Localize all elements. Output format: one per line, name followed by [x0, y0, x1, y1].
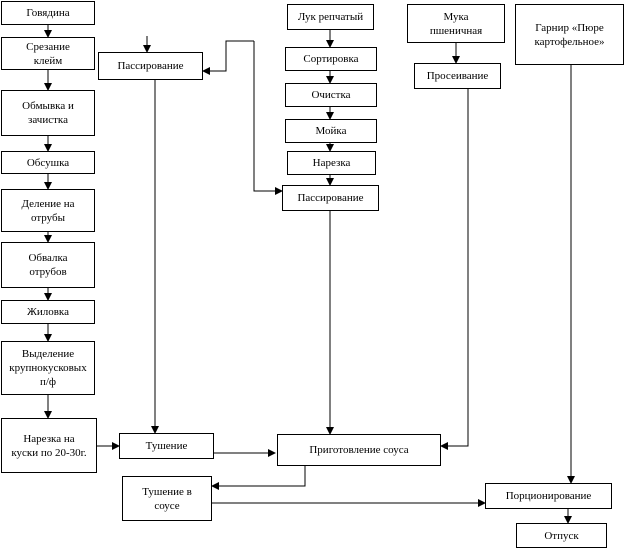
node-sorting: Сортировка — [285, 47, 377, 71]
node-trim-edges: Срезание клейм — [1, 37, 95, 70]
node-portioning: Порционирование — [485, 483, 612, 509]
node-cut-cuts: Деление на отрубы — [1, 189, 95, 232]
node-saute-mid: Пассирование — [282, 185, 379, 211]
node-dry: Обсушка — [1, 151, 95, 174]
arrow-sifting-to-sauce-prep — [440, 89, 469, 450]
node-garnish: Гарнир «Пюре картофельное» — [515, 4, 624, 65]
arrow-sauce-prep-to-stewed-in-sauce — [211, 466, 306, 490]
node-onion-cut: Нарезка — [287, 151, 376, 175]
node-sifting: Просеивание — [414, 63, 501, 89]
node-serving: Отпуск — [516, 523, 607, 548]
node-large-pieces: Выделение крупнокусковых п/ф — [1, 341, 95, 395]
node-stewed-in-sauce: Тушение в соусе — [122, 476, 212, 521]
node-saute-top: Пассирование — [98, 52, 203, 80]
arrow-loop-to-saute-mid — [253, 41, 283, 195]
node-wash-clean: Обмывка и зачистка — [1, 90, 95, 136]
node-washing: Мойка — [285, 119, 377, 143]
node-peeling: Очистка — [285, 83, 377, 107]
node-stewing: Тушение — [119, 433, 214, 459]
node-flour: Мука пшеничная — [407, 4, 505, 43]
node-debone: Обвалка отрубов — [1, 242, 95, 288]
node-onion: Лук репчатый — [287, 4, 374, 30]
arrow-loop-to-saute-top — [202, 40, 254, 75]
node-beef: Говядина — [1, 1, 95, 25]
node-sauce-prep: Приготовление соуса — [277, 434, 441, 466]
node-sinew: Жиловка — [1, 300, 95, 324]
node-slice-pieces: Нарезка на куски по 20-30г. — [1, 418, 97, 473]
